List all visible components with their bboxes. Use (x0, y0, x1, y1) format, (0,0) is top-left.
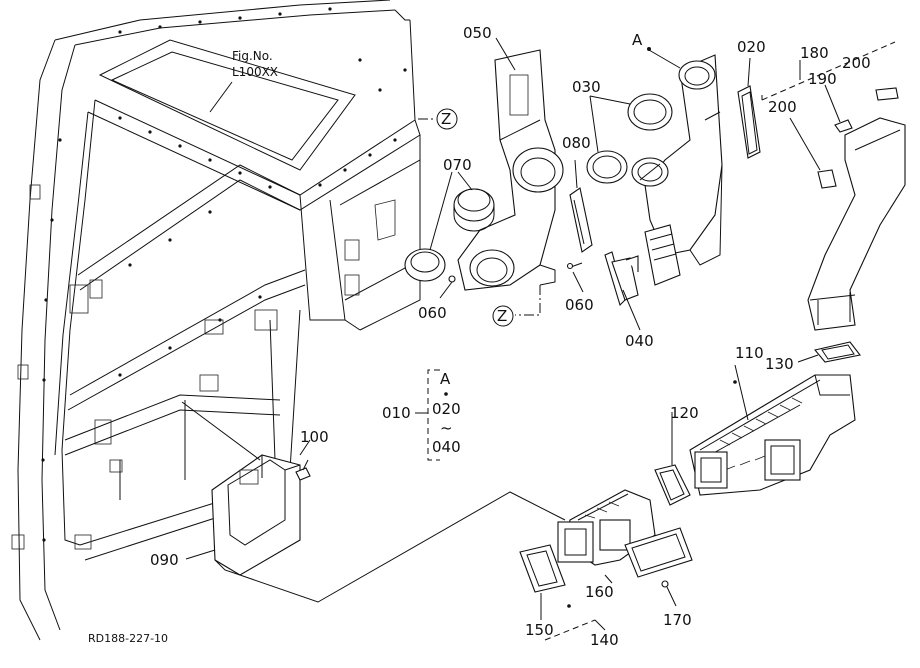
label-140: 140 (590, 631, 619, 649)
legend-010-text: 010 (382, 404, 411, 422)
part-020-gasket (737, 85, 761, 159)
part-050-duct (457, 49, 564, 291)
legend-020-text: 020 (432, 400, 461, 418)
legend-a-text: A (440, 370, 451, 388)
part-160-gasket (624, 527, 693, 578)
label-200-top: 200 (842, 54, 871, 72)
label-180: 180 (800, 44, 829, 62)
label-090: 090 (150, 551, 179, 569)
label-130: 130 (765, 355, 794, 373)
reference-code: RD188-227-10 (88, 632, 168, 645)
part-190-clip (834, 119, 853, 133)
figure-note-line2: L100XX (232, 65, 278, 79)
part-040-clips (604, 224, 681, 307)
figure-note-line1: Fig.No. (232, 49, 273, 63)
part-200-pads (817, 87, 899, 189)
legend-040-text: 040 (432, 438, 461, 456)
view-marker-upper-text: Z (441, 110, 451, 128)
part-070-caps (404, 188, 495, 282)
view-marker-upper: Z (418, 108, 458, 130)
legend-tilde-text: ~ (440, 419, 453, 437)
label-060-right: 060 (565, 296, 594, 314)
part-060-screws (439, 262, 584, 299)
label-120: 120 (670, 404, 699, 422)
part-110-duct (689, 374, 856, 496)
label-080: 080 (562, 134, 591, 152)
part-100-bolt (295, 459, 311, 481)
label-020: 020 (737, 38, 766, 56)
label-190: 190 (808, 70, 837, 88)
part-150-gasket (519, 544, 566, 593)
part-duct-a (631, 54, 723, 266)
label-170: 170 (663, 611, 692, 629)
label-200-left: 200 (768, 98, 797, 116)
part-170-screw (661, 580, 677, 607)
view-marker-lower-text: Z (497, 307, 507, 325)
part-130-gasket (814, 341, 861, 363)
part-120-gasket (654, 464, 691, 506)
label-150: 150 (525, 621, 554, 639)
part-030-rings (586, 93, 673, 184)
label-070: 070 (443, 156, 472, 174)
label-050: 050 (463, 24, 492, 42)
part-090-bracket (211, 454, 301, 576)
label-040: 040 (625, 332, 654, 350)
label-060-left: 060 (418, 304, 447, 322)
label-160: 160 (585, 583, 614, 601)
part-080-seal (569, 187, 593, 253)
legend-010: 010 A 020 ~ 040 (382, 369, 461, 461)
part-180-side-duct (807, 117, 906, 331)
figure-note: Fig.No. L100XX (209, 49, 278, 113)
label-a-upper: A (632, 31, 643, 49)
view-marker-lower: Z (492, 285, 541, 327)
label-100: 100 (300, 428, 329, 446)
label-030: 030 (572, 78, 601, 96)
label-110: 110 (735, 344, 764, 362)
